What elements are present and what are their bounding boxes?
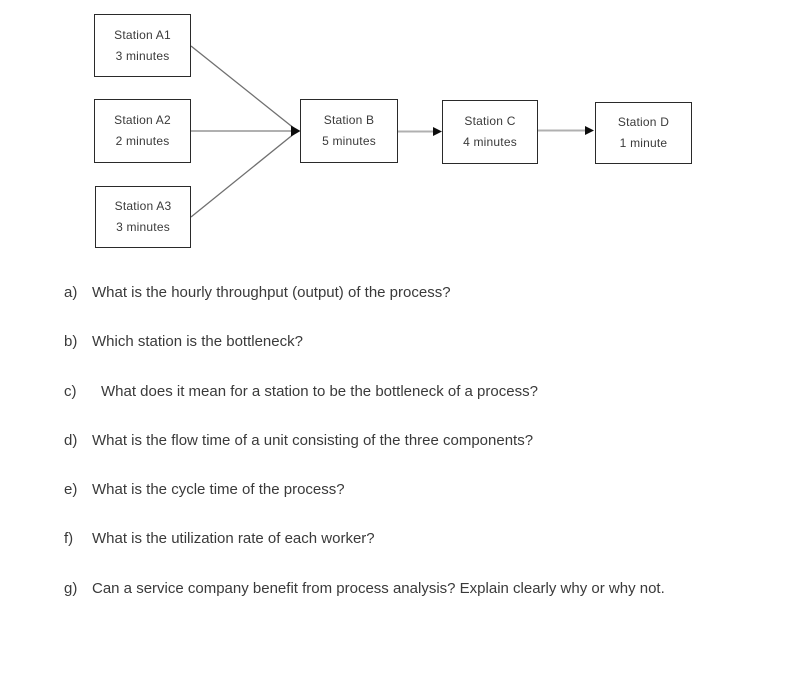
question-label: a) xyxy=(64,284,78,301)
line-a3-to-b xyxy=(190,132,296,218)
question-text: Which station is the bottleneck? xyxy=(92,333,303,350)
question-label: c) xyxy=(64,383,77,400)
question-d: d) What is the flow time of a unit consis… xyxy=(64,431,774,451)
station-time: 1 minute xyxy=(619,136,668,150)
process-flow-diagram: Station A1 3 minutes Station A2 2 minute… xyxy=(0,0,788,265)
station-time: 3 minutes xyxy=(116,220,170,234)
question-text: What is the utilization rate of each wor… xyxy=(92,530,375,547)
question-c: c) What does it mean for a station to be … xyxy=(64,382,774,402)
question-text: Can a service company benefit from proce… xyxy=(92,580,665,597)
station-box-a1: Station A1 3 minutes xyxy=(94,14,191,77)
question-label: e) xyxy=(64,481,78,498)
arrowhead-into-d xyxy=(585,126,594,135)
question-text: What is the hourly throughput (output) o… xyxy=(92,284,451,301)
station-name: Station B xyxy=(323,113,375,127)
arrowhead-into-c xyxy=(433,127,442,136)
question-f: f) What is the utilization rate of each w… xyxy=(64,529,774,549)
question-a: a) What is the hourly throughput (output)… xyxy=(64,283,774,303)
question-label: g) xyxy=(64,580,78,597)
station-time: 3 minutes xyxy=(115,48,170,63)
station-name: Station C xyxy=(464,114,516,128)
question-label: b) xyxy=(64,333,78,350)
station-name: Station A3 xyxy=(114,199,172,213)
station-name: Station D xyxy=(617,115,670,129)
station-name: Station A2 xyxy=(114,113,171,127)
station-time: 5 minutes xyxy=(322,134,376,148)
arrowhead-into-b xyxy=(291,125,301,137)
station-name: Station A1 xyxy=(114,27,171,42)
station-box-b: Station B 5 minutes xyxy=(300,99,398,163)
line-a1-to-b xyxy=(190,45,296,130)
question-label: f) xyxy=(64,530,74,547)
question-e: e) What is the cycle time of the process? xyxy=(64,480,774,500)
station-box-a3: Station A3 3 minutes xyxy=(95,186,191,248)
station-box-d: Station D 1 minute xyxy=(595,102,692,164)
station-box-c: Station C 4 minutes xyxy=(442,100,538,164)
question-text: What does it mean for a station to be th… xyxy=(101,383,538,400)
question-label: d) xyxy=(64,432,78,449)
station-box-a2: Station A2 2 minutes xyxy=(94,99,191,163)
question-g: g) Can a service company benefit from pro… xyxy=(64,579,774,599)
connector-arrows xyxy=(190,45,594,218)
station-time: 4 minutes xyxy=(463,135,517,149)
question-text: What is the cycle time of the process? xyxy=(92,481,345,498)
question-b: b) Which station is the bottleneck? xyxy=(64,332,774,352)
question-text: What is the flow time of a unit consisti… xyxy=(92,432,534,449)
station-time: 2 minutes xyxy=(115,134,170,148)
